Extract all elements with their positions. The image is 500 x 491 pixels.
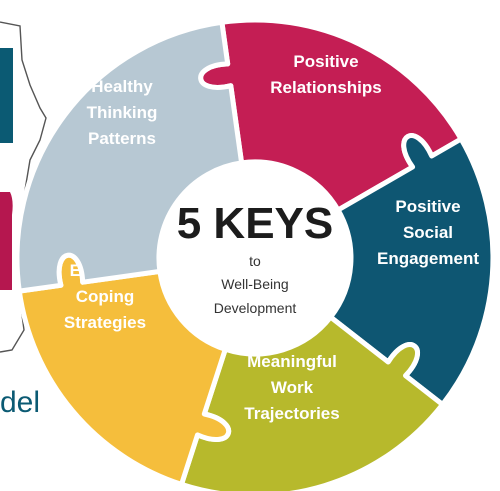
key-label-line: Engagement bbox=[377, 249, 479, 268]
key-label-line: Positive bbox=[395, 197, 460, 216]
key-label-line: Healthy bbox=[91, 77, 153, 96]
magenta-block bbox=[0, 192, 13, 290]
key-label-line: Patterns bbox=[88, 129, 156, 148]
center-subtitle-line-1: to bbox=[249, 253, 261, 269]
background-fragment: del bbox=[0, 21, 47, 419]
center-subtitle-line-3: Development bbox=[214, 300, 297, 316]
center-subtitle-line-2: Well-Being bbox=[221, 276, 288, 292]
puzzle-piece-shape bbox=[14, 19, 245, 294]
key-label-line: Strategies bbox=[64, 313, 146, 332]
key-label-line: Social bbox=[403, 223, 453, 242]
key-label-line: Work bbox=[271, 378, 314, 397]
center-title: 5 KEYS bbox=[177, 199, 334, 248]
key-label-line: Thinking bbox=[87, 103, 158, 122]
key-label-line: Relationships bbox=[270, 78, 381, 97]
center-hub: 5 KEYS to Well-Being Development bbox=[159, 162, 351, 354]
key-label-line: Trajectories bbox=[244, 404, 339, 423]
key-label-line: Positive bbox=[293, 52, 358, 71]
teal-block bbox=[0, 48, 13, 143]
key-label-line: Meaningful bbox=[247, 352, 337, 371]
puzzle-ring: PositiveRelationshipsPositiveSocialEngag… bbox=[14, 17, 496, 491]
center-circle bbox=[159, 162, 351, 354]
fragment-text: del bbox=[0, 386, 40, 419]
key-label-line: Coping bbox=[76, 287, 135, 306]
